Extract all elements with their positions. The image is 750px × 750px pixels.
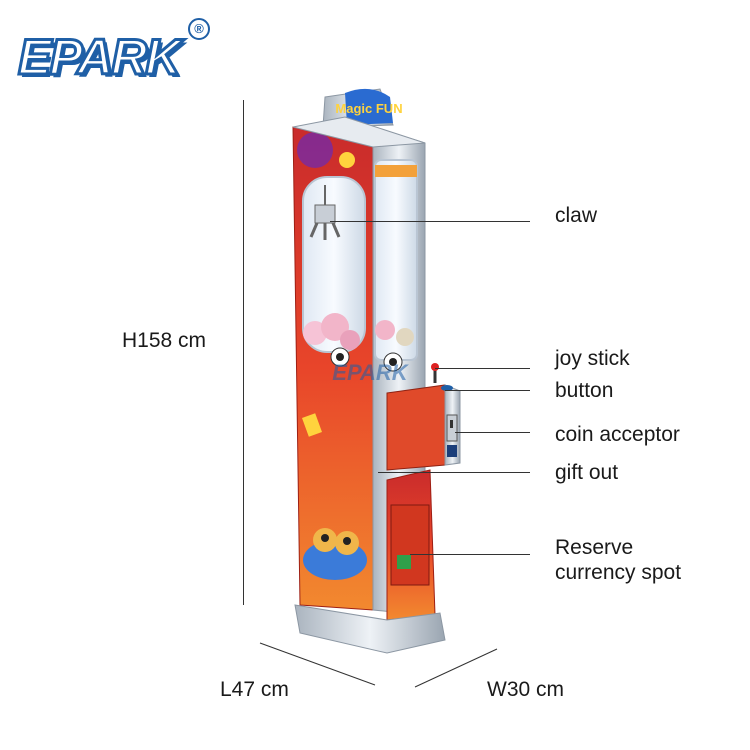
reserve-currency-callout-line: [410, 554, 530, 555]
claw-callout-line: [330, 221, 530, 222]
prizes: [303, 313, 414, 350]
part-label-claw: claw: [555, 204, 598, 227]
part-label-gift-out: gift out: [555, 461, 619, 484]
part-label-joy-stick: joy stick: [555, 347, 630, 370]
part-label-reserve-currency-spot: Reserve currency spot: [555, 536, 682, 584]
brand-logo: EPARK ®: [16, 18, 210, 98]
claw: [309, 185, 341, 240]
width-label: W30 cm: [487, 678, 565, 701]
height-label: H158 cm: [122, 329, 207, 352]
joy-stick-callout-line: [435, 368, 530, 369]
mascot-art: [303, 528, 367, 580]
cabinet-top-cap: [292, 116, 426, 148]
base-dimension-lines: [259, 642, 498, 688]
svg-text:EPARK: EPARK: [332, 360, 409, 385]
topper-text: Magic FUN: [335, 101, 402, 116]
button-callout-line: [445, 390, 530, 391]
cabinet-base: [294, 604, 446, 654]
claw-machine-illustration: Magic FUN EPARK: [292, 88, 461, 654]
length-label: L47 cm: [220, 678, 289, 701]
gift-out-callout-line: [378, 472, 530, 473]
part-label-button: button: [555, 379, 614, 402]
part-label-coin-acceptor: coin acceptor: [555, 423, 680, 446]
control-panel: [386, 363, 461, 471]
coin-acceptor-callout-line: [455, 432, 530, 433]
brand-logo-text: EPARK: [16, 28, 182, 87]
registered-mark: ®: [188, 18, 210, 40]
height-dimension-line: [243, 100, 244, 605]
